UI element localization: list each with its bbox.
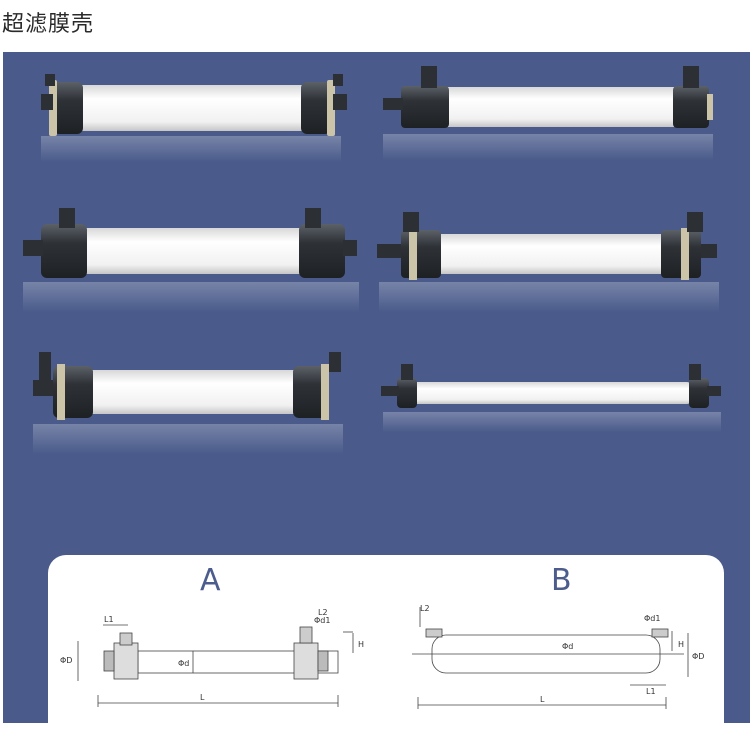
housing-photo-1 (41, 74, 347, 162)
dim-a-l2: L2 (318, 608, 328, 617)
page-title: 超滤膜壳 (2, 12, 95, 37)
dim-b-phi-d-outer: ΦD (692, 652, 704, 661)
housing-photo-3 (23, 208, 359, 312)
housing-photo-2 (383, 66, 713, 160)
dim-a-l: L (200, 693, 205, 702)
dimension-drawings-card: A B L1 ΦD Φd (48, 555, 724, 748)
housing-photo-4 (377, 212, 719, 312)
dim-b-l: L (540, 695, 545, 704)
dimension-drawings: L1 ΦD Φd L2 Φd1 H L L2 Φd1 (60, 604, 704, 709)
dim-a-phi-d-inner: Φd (178, 659, 189, 668)
drawing-a-letter: A (200, 563, 221, 598)
housing-photo-5 (33, 352, 343, 454)
drawing-b (412, 607, 689, 709)
dim-b-phi-d-inner: Φd (562, 642, 573, 651)
dim-b-h: H (678, 640, 684, 649)
drawing-b-letter: B (551, 563, 572, 598)
dim-b-phi-d1: Φd1 (644, 614, 660, 623)
product-photo-panel: A B L1 ΦD Φd (3, 52, 750, 748)
housing-photo-6 (381, 364, 721, 432)
dim-a-l1: L1 (104, 615, 114, 624)
membrane-housing-photos (23, 66, 721, 454)
drawing-a (77, 624, 354, 707)
dim-b-l2: L2 (420, 604, 430, 613)
dim-a-h: H (358, 640, 364, 649)
dim-b-l1: L1 (646, 687, 656, 696)
dim-a-phi-d-outer: ΦD (60, 656, 72, 665)
dim-a-phi-d1: Φd1 (314, 616, 330, 625)
